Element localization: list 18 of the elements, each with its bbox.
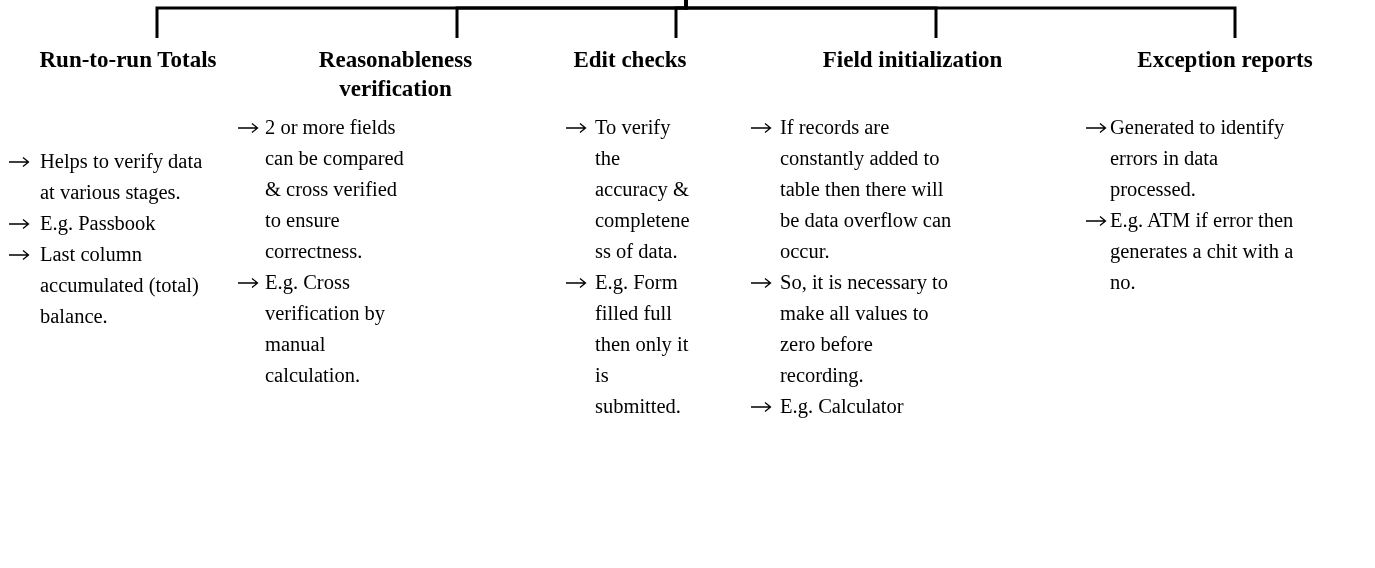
bullet-text: E.g. Form filled full then only it is submitted. [595, 270, 690, 419]
bullet-text: Generated to identify errors in data processed. [1110, 115, 1286, 203]
bullet-text: To verify the accuracy & completeness of data. [595, 115, 690, 264]
bullet-text: E.g. Calculator [780, 394, 905, 420]
column-heading: Run-to-run Totals [18, 45, 238, 74]
connector-line [684, 0, 1237, 38]
bullet-text: 2 or more fields can be compared & cross verified to ensure correctness. [265, 115, 405, 264]
column-heading: Reasonableness verification [283, 45, 508, 103]
bullet-text: E.g. ATM if error then generates a chit with a no. [1110, 208, 1295, 295]
bullet-text: E.g. Passbook [40, 211, 157, 237]
bullet-text: E.g. Cross verification by manual calculation. [265, 270, 387, 388]
column-heading: Field initialization [770, 45, 1055, 74]
bullet-text: If records are constantly added to table then there will be data overflow can occur. [780, 115, 953, 264]
bullet-text: Last column accumulated (total) balance. [40, 242, 200, 329]
column-heading: Exception reports [1080, 45, 1370, 74]
column-heading: Edit checks [560, 45, 700, 74]
bullet-text: So, it is necessary to make all values to zero before recording. [780, 270, 949, 389]
bullet-text: Helps to verify data at various stages. [40, 149, 204, 206]
